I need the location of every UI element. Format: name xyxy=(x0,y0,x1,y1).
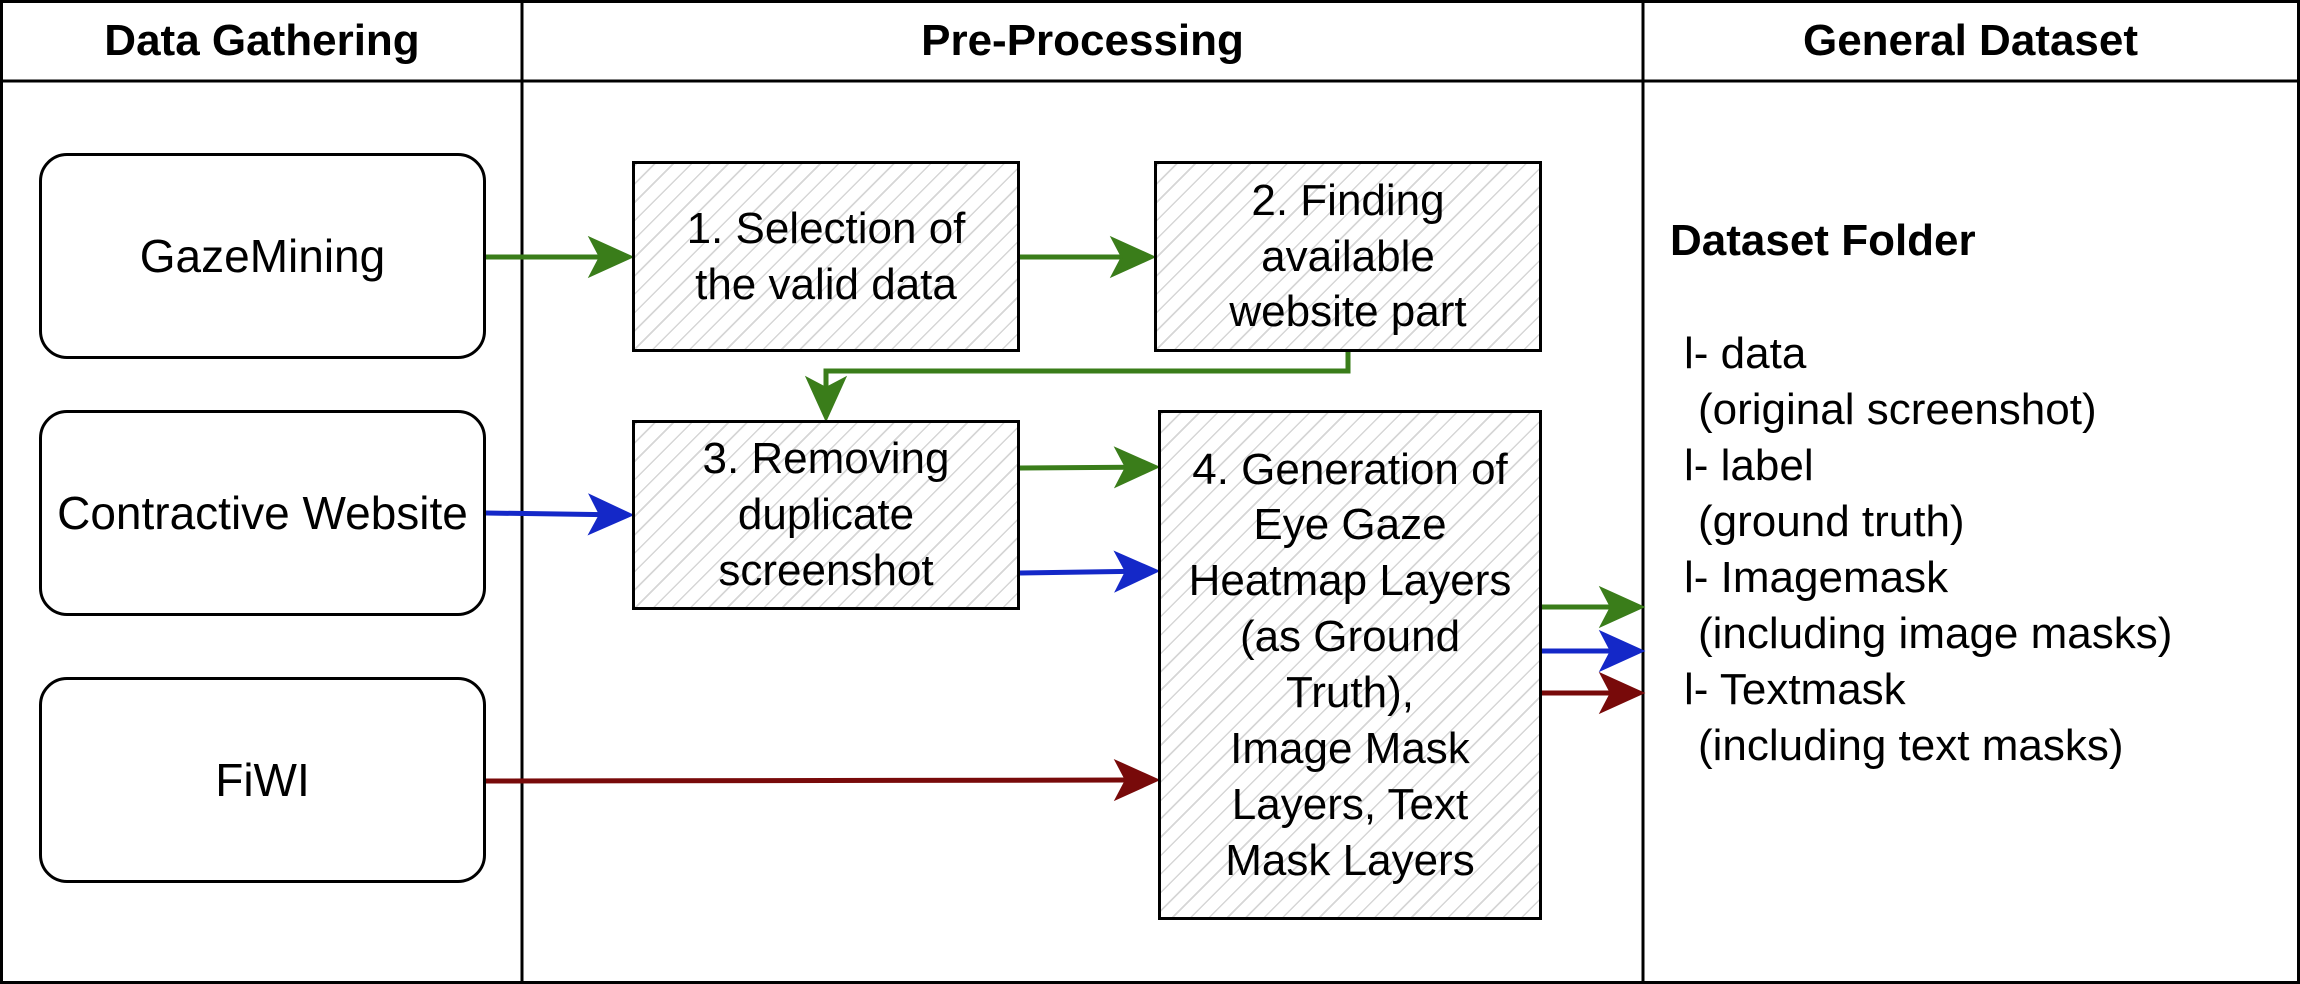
edge-step-4-to-dataset-blue xyxy=(1542,629,1646,673)
step-4-generation: 4. Generation of Eye Gaze Heatmap Layers… xyxy=(1158,410,1542,920)
step-1-selection: 1. Selection of the valid data xyxy=(632,161,1020,352)
dataset-item-name: l- Textmask xyxy=(1684,665,1906,714)
dataset-item-name: l- Imagemask xyxy=(1684,553,1949,602)
edge-contractive-to-step-3 xyxy=(485,493,635,536)
step-4-text: 4. Generation of Eye Gaze Heatmap Layers… xyxy=(1189,442,1512,889)
step-4-line: Mask Layers xyxy=(1225,835,1475,885)
edge-line xyxy=(823,352,1351,390)
edge-line xyxy=(485,777,1129,784)
dataset-folder-title: Dataset Folder xyxy=(1670,216,1976,265)
edges xyxy=(485,235,1646,802)
step-4-line: 4. Generation of xyxy=(1192,444,1508,494)
edge-line xyxy=(485,510,603,518)
edge-gazemining-to-step-1 xyxy=(486,235,635,279)
step-4-line: (as Ground xyxy=(1239,612,1461,662)
lane-title-preprocessing: Pre-Processing xyxy=(921,16,1244,65)
step-4-line: Eye Gaze xyxy=(1253,500,1447,550)
dataset-item-desc: (including text masks) xyxy=(1698,721,2124,770)
step-4-line: Heatmap Layers xyxy=(1188,556,1512,606)
edge-step-3-to-step-4-blue xyxy=(1019,550,1161,593)
dataset-item-desc: (ground truth) xyxy=(1698,497,1965,546)
step-4-line: Truth), xyxy=(1286,668,1414,717)
step-2-finding: 2. Finding available website part xyxy=(1154,161,1542,352)
arrowhead xyxy=(804,375,848,423)
edge-step-3-to-step-4-green xyxy=(1019,446,1161,489)
dataset-item-name: l- label xyxy=(1684,441,1814,490)
dataset-folder-list: l- data (original screenshot) l- label (… xyxy=(1684,326,2172,774)
arrowhead xyxy=(587,235,635,279)
dataset-item-name: l- data xyxy=(1684,329,1807,378)
source-contractive-website: Contractive Website xyxy=(39,410,486,616)
step-2-line: website part xyxy=(1229,287,1467,337)
step-3-removing: 3. Removing duplicate screenshot xyxy=(632,420,1020,610)
source-gazemining: GazeMining xyxy=(39,153,486,359)
step-3-line: duplicate xyxy=(737,490,915,540)
step-1-text: 1. Selection of the valid data xyxy=(687,201,966,313)
edge-step-4-to-dataset-green xyxy=(1542,585,1646,629)
arrowhead xyxy=(1113,758,1161,802)
step-1-line: the valid data xyxy=(695,259,957,309)
step-3-text: 3. Removing duplicate screenshot xyxy=(702,431,949,599)
arrowhead xyxy=(1113,446,1161,489)
arrowhead xyxy=(1598,629,1646,673)
step-4-line: Layers, Text xyxy=(1231,779,1469,829)
step-2-line: 2. Finding xyxy=(1251,175,1445,225)
arrowhead xyxy=(1598,671,1646,715)
step-4-line: Image Mask xyxy=(1230,723,1470,773)
step-1-line: 1. Selection of xyxy=(686,203,966,253)
edge-line xyxy=(1019,464,1129,471)
edge-line xyxy=(1019,568,1129,576)
lane-title-dataset: General Dataset xyxy=(1802,16,2139,65)
lane-title-gathering: Data Gathering xyxy=(104,16,420,65)
arrowhead xyxy=(1113,550,1161,593)
edge-step-1-to-step-2 xyxy=(1020,235,1157,279)
dataset-item-desc: (original screenshot) xyxy=(1698,385,2097,434)
edge-step-4-to-dataset-red xyxy=(1542,671,1646,715)
step-3-line: 3. Removing xyxy=(702,434,950,484)
step-3-line: screenshot xyxy=(718,545,934,595)
source-fiwi: FiWI xyxy=(39,677,486,883)
step-2-text: 2. Finding available website part xyxy=(1229,173,1466,341)
step-2-line: available xyxy=(1261,231,1435,281)
arrowhead xyxy=(1109,235,1157,279)
edge-step-2-to-step-3 xyxy=(804,352,1351,423)
arrowhead xyxy=(1598,585,1646,629)
dataset-item-desc: (including image masks) xyxy=(1698,609,2173,658)
arrowhead xyxy=(587,493,635,536)
edge-fiwi-to-step-4 xyxy=(485,758,1161,802)
